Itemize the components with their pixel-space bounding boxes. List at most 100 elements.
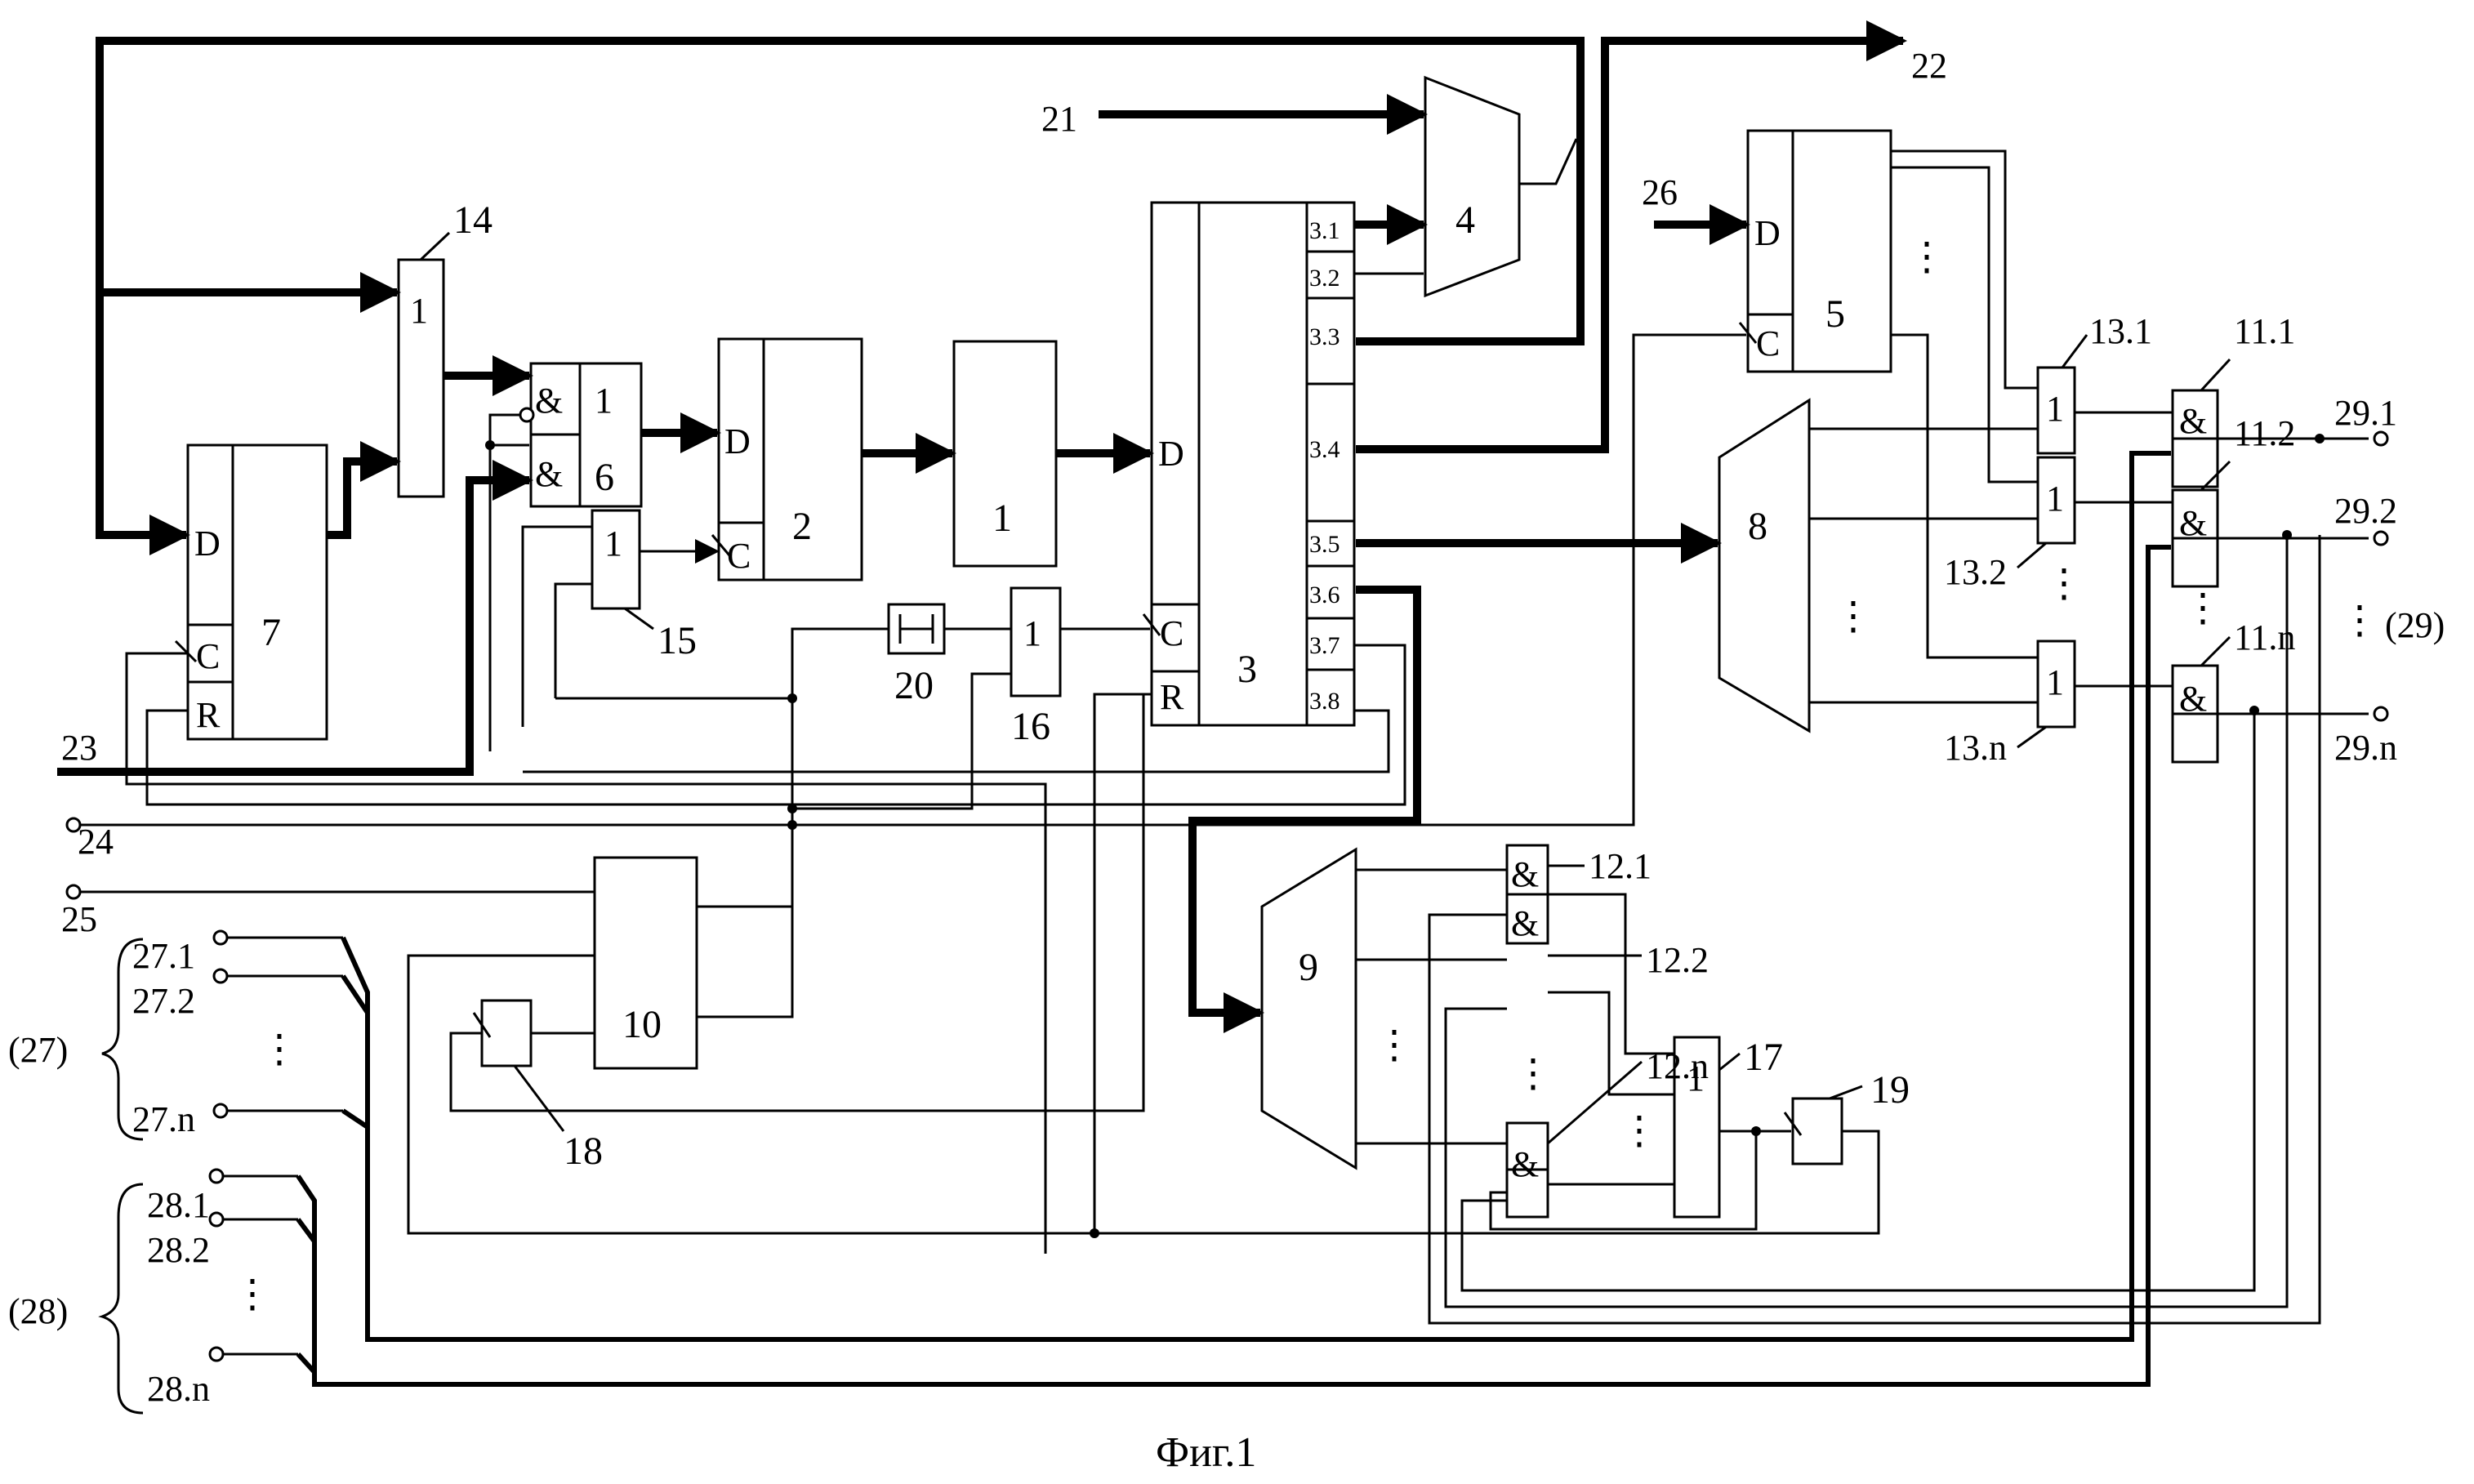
input-23-label: 23 <box>61 728 97 768</box>
reg7-number: 7 <box>261 611 281 654</box>
output-29-2-label: 29.2 <box>2334 491 2397 531</box>
trigger19-number: 19 <box>1870 1068 1910 1112</box>
delay20-number: 20 <box>894 664 934 707</box>
figure-caption: Фиг.1 <box>1156 1429 1256 1476</box>
reg3-out-3-3: 3.3 <box>1309 323 1340 350</box>
reg3-out-3-5: 3.5 <box>1309 531 1340 558</box>
gate11-n-symbol: & <box>2179 679 2207 719</box>
reg3-number: 3 <box>1237 648 1257 691</box>
input-21-label: 21 <box>1041 99 1077 139</box>
register-2: D C 2 <box>712 339 862 580</box>
gate14-number: 14 <box>453 198 493 242</box>
gate12-2-label: 12.2 <box>1646 940 1709 980</box>
and-gates-11: & & & 11.1 11.2 11.n ⋮ <box>2173 311 2295 762</box>
and-or-gate-6: & & 1 6 <box>520 363 641 506</box>
gate16-symbol: 1 <box>1023 613 1041 653</box>
gate12-2-symbol: & <box>1511 903 1539 943</box>
or-gate-16: 1 16 <box>1011 588 1060 748</box>
delay-element-20: 20 <box>889 604 944 707</box>
gate11-2-symbol: & <box>2179 503 2207 543</box>
gate6-number: 6 <box>595 456 614 499</box>
gate13-ellipsis: ⋮ <box>2044 562 2084 605</box>
input-28-2-label: 28.2 <box>147 1230 210 1270</box>
gate17-ellipsis: ⋮ <box>1620 1109 1659 1152</box>
gate15-symbol: 1 <box>604 524 622 564</box>
gate13-n-label: 13.n <box>1944 728 2007 768</box>
or-gate-17: 1 17 ⋮ <box>1620 1036 1783 1217</box>
input-28-ellipsis: ⋮ <box>233 1272 272 1316</box>
gate11-1-label: 11.1 <box>2234 311 2295 351</box>
dmux8-number: 8 <box>1748 505 1767 548</box>
gate15-number: 15 <box>658 619 697 662</box>
gate12-ellipsis: ⋮ <box>1513 1052 1553 1095</box>
register-3: D C R 3 3.1 3.2 3.3 3.4 3.5 3.6 3.7 3.8 <box>1143 203 1354 725</box>
reg5-outputs-ellipsis: ⋮ <box>1907 235 1946 279</box>
reg3-out-3-7: 3.7 <box>1309 632 1340 659</box>
data-buses <box>57 41 2171 1384</box>
reg7-d-label: D <box>194 524 221 564</box>
reg3-r-label: R <box>1160 677 1184 717</box>
gate6-and1: & <box>535 381 563 421</box>
or-gate-14: 1 14 <box>399 198 493 497</box>
terminal-pins <box>67 432 2387 1361</box>
gate12-1-label: 12.1 <box>1589 846 1652 886</box>
reg3-c-label: C <box>1160 613 1184 653</box>
gate13-2-label: 13.2 <box>1944 552 2007 592</box>
gate17-symbol: 1 <box>1687 1058 1705 1099</box>
reg3-out-3-6: 3.6 <box>1309 582 1340 608</box>
reg3-out-3-1: 3.1 <box>1309 217 1340 244</box>
reg3-out-3-4: 3.4 <box>1309 436 1340 463</box>
reg2-d-label: D <box>724 421 751 461</box>
gate11-1-symbol: & <box>2179 401 2207 441</box>
gate17-number: 17 <box>1744 1036 1783 1079</box>
input-27-2-label: 27.2 <box>132 981 195 1021</box>
input-27-ellipsis: ⋮ <box>260 1027 299 1071</box>
reg7-r-label: R <box>196 695 221 735</box>
output-29-ellipsis: ⋮ <box>2340 599 2379 642</box>
reg7-c-label: C <box>196 636 220 676</box>
register-7: D C R 7 <box>176 445 327 739</box>
input-25-label: 25 <box>61 899 97 939</box>
mux4-number: 4 <box>1455 198 1475 242</box>
multiplexer-4: 4 <box>1425 78 1519 296</box>
output-22-label: 22 <box>1911 46 1947 86</box>
gate13-2-symbol: 1 <box>2046 479 2064 519</box>
brace-28 <box>102 1184 143 1413</box>
gate6-or-symbol: 1 <box>595 381 613 421</box>
reg3-d-label: D <box>1158 434 1184 474</box>
block-1: 1 <box>954 341 1056 566</box>
input-27-n-label: 27.n <box>132 1099 195 1139</box>
trigger18-number: 18 <box>564 1130 603 1173</box>
input-27-1-label: 27.1 <box>132 936 195 976</box>
reg3-out-3-2: 3.2 <box>1309 265 1340 292</box>
output-29-n-label: 29.n <box>2334 728 2397 768</box>
gate12-1-symbol: & <box>1511 854 1539 894</box>
gate13-1-symbol: 1 <box>2046 389 2064 429</box>
gate12-n-symbol: & <box>1511 1144 1539 1184</box>
gate11-ellipsis: ⋮ <box>2183 586 2222 630</box>
gate16-number: 16 <box>1011 705 1050 748</box>
block10-number: 10 <box>622 1003 662 1046</box>
or-gate-15: 1 15 <box>592 510 697 662</box>
block1-number: 1 <box>992 497 1012 540</box>
input-28-n-label: 28.n <box>147 1369 210 1409</box>
or-gates-13: 1 1 1 13.1 13.2 13.n ⋮ <box>1944 311 2152 768</box>
input-group-28-label: (28) <box>8 1291 68 1331</box>
mux9-number: 9 <box>1299 946 1318 989</box>
reg2-number: 2 <box>792 505 812 548</box>
trigger-19: 19 <box>1785 1068 1910 1164</box>
input-group-27-label: (27) <box>8 1030 68 1070</box>
input-24-label: 24 <box>78 822 114 862</box>
trigger-18: 18 <box>474 1000 603 1173</box>
reg2-c-label: C <box>727 536 751 576</box>
multiplexer-9: 9 ⋮ <box>1262 849 1414 1168</box>
demultiplexer-8: 8 ⋮ <box>1719 400 1873 731</box>
reg5-number: 5 <box>1825 292 1845 336</box>
gate11-2-label: 11.2 <box>2234 413 2295 453</box>
reg3-out-3-8: 3.8 <box>1309 688 1340 715</box>
terminal-labels: 21 22 23 24 25 26 27.1 27.2 27.n (27) ⋮ … <box>8 46 2445 1413</box>
input-28-1-label: 28.1 <box>147 1185 210 1225</box>
dmux8-ellipsis: ⋮ <box>1834 595 1873 638</box>
gate6-and2: & <box>535 454 563 494</box>
